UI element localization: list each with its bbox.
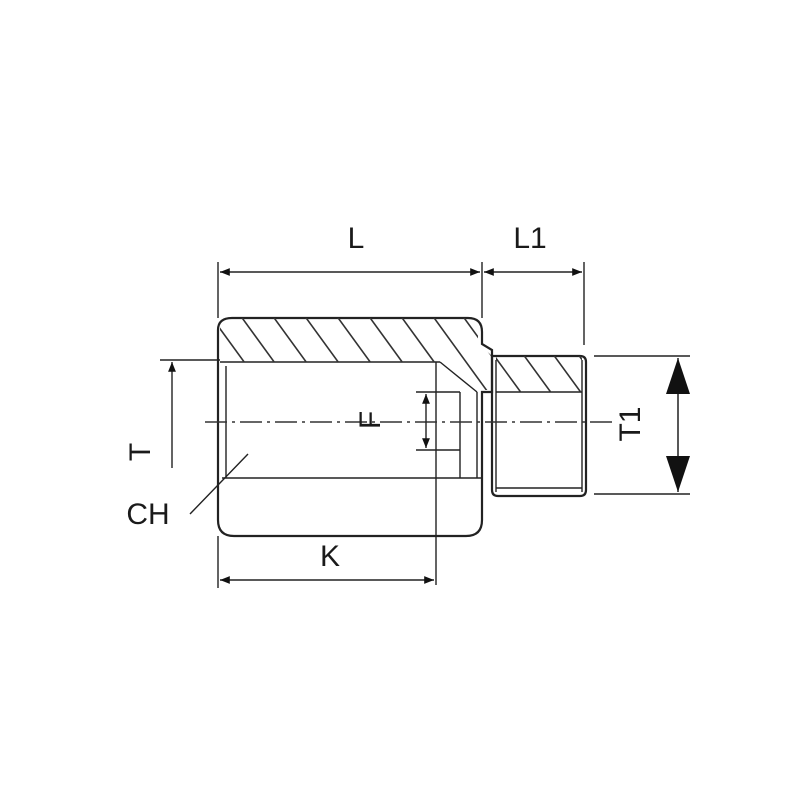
dimension-CH: CH: [126, 453, 249, 531]
main-body: [216, 316, 494, 585]
dimension-L: L: [217, 222, 483, 318]
main-body-hatch: [220, 318, 492, 390]
label-T1: T1: [614, 406, 647, 441]
arrow-down-icon: [666, 456, 690, 492]
dimension-T: T: [124, 359, 220, 468]
label-L: L: [348, 222, 365, 255]
label-F: F: [354, 411, 387, 429]
dimension-K: K: [217, 536, 434, 588]
spigot-hatch: [496, 356, 582, 392]
label-T: T: [124, 443, 157, 461]
label-L1: L1: [513, 222, 546, 255]
dimension-L1: L1: [484, 222, 585, 345]
arrow-up-icon: [666, 358, 690, 394]
label-CH: CH: [126, 498, 169, 531]
spigot: [490, 354, 588, 498]
dimension-T1: T1: [594, 355, 690, 495]
label-K: K: [320, 540, 340, 573]
dimension-F: F: [354, 391, 460, 451]
